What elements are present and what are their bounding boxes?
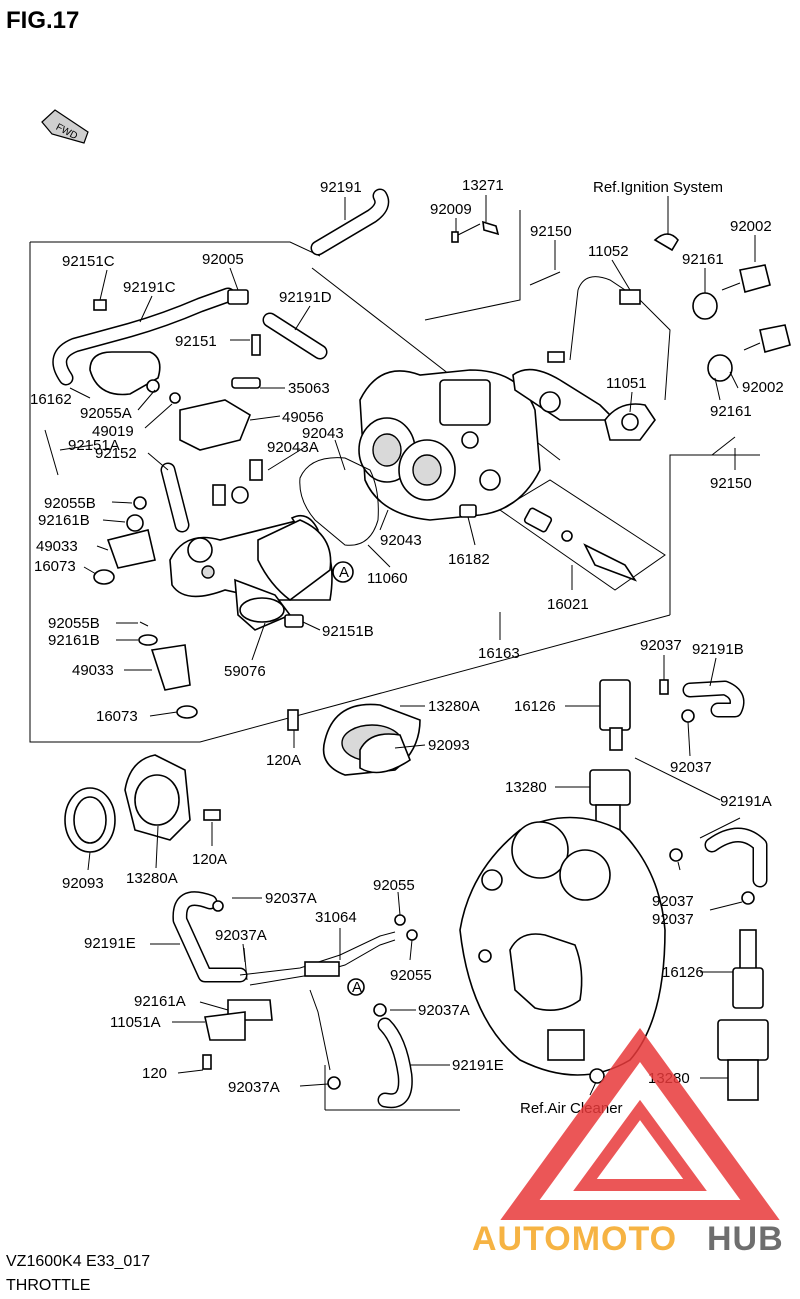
intake-gasket-plate xyxy=(287,703,421,776)
label-13280-top: 13280 xyxy=(505,779,547,796)
label-92037A-b: 92037A xyxy=(215,927,267,944)
label-92043-top: 92043 xyxy=(302,425,344,442)
leader-lines xyxy=(59,195,756,1111)
label-92002-top: 92002 xyxy=(730,218,772,235)
fwd-arrow-icon: FWD xyxy=(41,109,89,144)
label-92191A: 92191A xyxy=(720,793,772,810)
marker-a-upper: A xyxy=(339,564,349,581)
label-92055B-low: 92055B xyxy=(48,615,100,632)
label-92037-top: 92037 xyxy=(640,637,682,654)
label-92037A-a: 92037A xyxy=(265,890,317,907)
assembly-frame-lines xyxy=(29,210,760,743)
watermark-text-left: AUTOMOTO xyxy=(472,1220,677,1258)
label-92055-low: 92055 xyxy=(390,967,432,984)
label-92150-mid: 92150 xyxy=(710,475,752,492)
label-120A-low: 120A xyxy=(192,851,227,868)
label-16126-low: 16126 xyxy=(662,964,704,981)
label-92191E-left: 92191E xyxy=(84,935,136,952)
label-92151C: 92151C xyxy=(62,253,115,270)
model-code: VZ1600K4 E33_017 xyxy=(6,1253,150,1270)
label-92037A-d: 92037A xyxy=(228,1079,280,1096)
label-49056: 49056 xyxy=(282,409,324,426)
label-92191C: 92191C xyxy=(123,279,176,296)
ref-ignition-system: Ref.Ignition System xyxy=(593,179,723,196)
throttle-body xyxy=(358,369,541,521)
right-sensor-hoses xyxy=(589,679,769,1101)
label-92161-top: 92161 xyxy=(682,251,724,268)
label-92093-right: 92093 xyxy=(428,737,470,754)
label-92055-top: 92055 xyxy=(373,877,415,894)
label-92037-r2: 92037 xyxy=(652,911,694,928)
label-92043A: 92043A xyxy=(267,439,319,456)
label-49033-low: 49033 xyxy=(72,662,114,679)
section-name: THROTTLE xyxy=(6,1277,90,1294)
label-11052: 11052 xyxy=(588,243,629,260)
label-16021: 16021 xyxy=(547,596,589,613)
sensor-assembly-frame xyxy=(499,479,666,591)
label-92161-mid: 92161 xyxy=(710,403,752,420)
injector-lower xyxy=(138,621,198,719)
label-92043-mid: 92043 xyxy=(380,532,422,549)
intake-joint-left xyxy=(64,754,221,853)
label-92191E-right: 92191E xyxy=(452,1057,504,1074)
label-92161B-top: 92161B xyxy=(38,512,90,529)
label-92152: 92152 xyxy=(95,445,137,462)
label-31064: 31064 xyxy=(315,909,357,926)
label-11051: 11051 xyxy=(606,375,647,392)
lower-vacuum-hoses: A xyxy=(172,891,418,1109)
label-92009: 92009 xyxy=(430,201,472,218)
bracket-parts-right xyxy=(451,220,791,456)
label-16073-low: 16073 xyxy=(96,708,138,725)
label-49033-top: 49033 xyxy=(36,538,78,555)
label-120: 120 xyxy=(142,1065,167,1082)
intake-pipe: A xyxy=(257,519,354,602)
label-92037A-c: 92037A xyxy=(418,1002,470,1019)
label-11051A: 11051A xyxy=(110,1014,161,1031)
label-11060: 11060 xyxy=(367,570,408,587)
label-49019: 49019 xyxy=(92,423,134,440)
label-16163: 16163 xyxy=(478,645,520,662)
vacuum-hoses-upper xyxy=(52,188,390,533)
label-92037-r1: 92037 xyxy=(652,893,694,910)
label-13280A-right: 13280A xyxy=(428,698,480,715)
watermark-text-right: HUB xyxy=(707,1220,784,1258)
label-92005: 92005 xyxy=(202,251,244,268)
label-59076: 59076 xyxy=(224,663,266,680)
air-cleaner-backplate xyxy=(459,816,666,1084)
label-92161A: 92161A xyxy=(134,993,186,1010)
label-13271: 13271 xyxy=(462,177,504,194)
label-92037-mid: 92037 xyxy=(670,759,712,776)
label-92151A: 92151A xyxy=(68,437,120,454)
label-13280A-left: 13280A xyxy=(126,870,178,887)
label-92151: 92151 xyxy=(175,333,217,350)
automotohub-watermark-logo: AUTOMOTO HUB xyxy=(472,1027,784,1258)
label-16162: 16162 xyxy=(30,391,72,408)
label-120A-top: 120A xyxy=(266,752,301,769)
label-16126-top: 16126 xyxy=(514,698,556,715)
label-16182: 16182 xyxy=(448,551,490,568)
label-92191B: 92191B xyxy=(692,641,744,658)
label-35063: 35063 xyxy=(288,380,330,397)
part-number-labels: 92191 13271 92009 Ref.Ignition System 92… xyxy=(30,177,784,1117)
label-92191: 92191 xyxy=(320,179,362,196)
figure-title: FIG.17 xyxy=(6,7,79,34)
vacuum-fitting-cluster xyxy=(44,289,263,506)
label-92161B-low: 92161B xyxy=(48,632,100,649)
label-92151B: 92151B xyxy=(322,623,374,640)
throttle-gasket xyxy=(299,457,379,546)
label-92191D: 92191D xyxy=(279,289,332,306)
label-92150-top: 92150 xyxy=(530,223,572,240)
label-16073-top: 16073 xyxy=(34,558,76,575)
label-92002-mid: 92002 xyxy=(742,379,784,396)
label-92055A: 92055A xyxy=(80,405,132,422)
label-92055B: 92055B xyxy=(44,495,96,512)
label-92093-left: 92093 xyxy=(62,875,104,892)
marker-a-lower: A xyxy=(352,979,362,996)
